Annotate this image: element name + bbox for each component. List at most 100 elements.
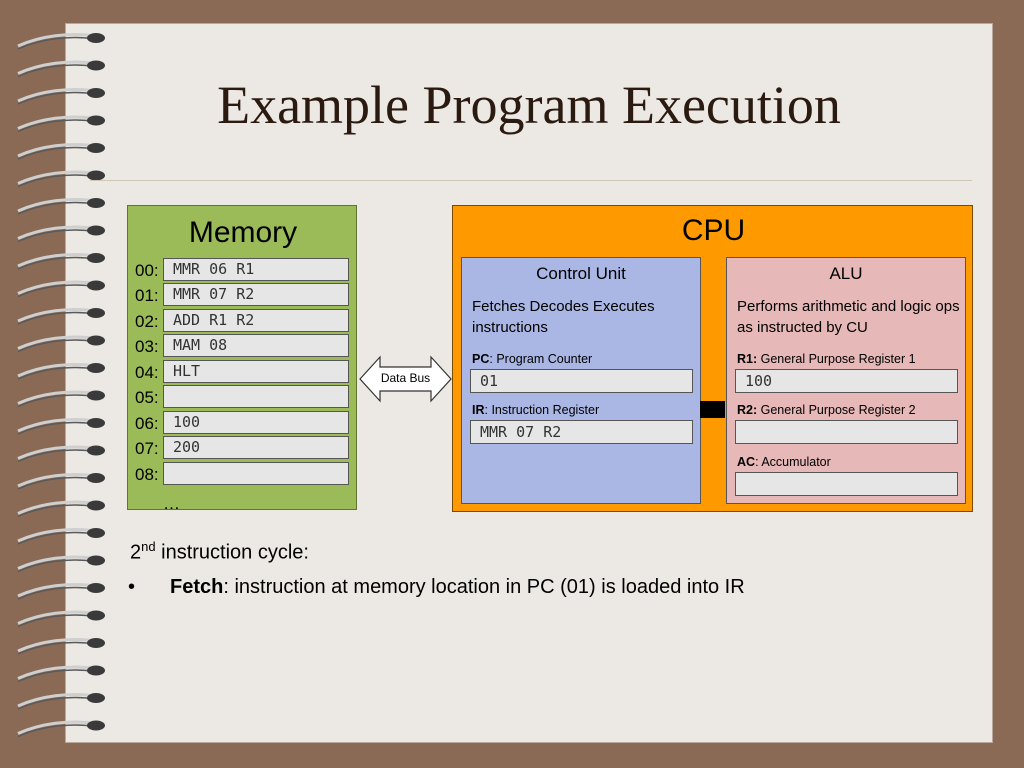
- fetch-description: : instruction at memory location in PC (…: [223, 576, 745, 598]
- memory-cell: HLT: [163, 360, 349, 383]
- control-unit-box: Control Unit Fetches Decodes Executes in…: [461, 257, 701, 504]
- cycle-text: instruction cycle:: [155, 541, 309, 564]
- binding-hole: [87, 60, 105, 71]
- binding-ring: [17, 225, 96, 240]
- bullet-text: Fetch: instruction at memory location in…: [170, 576, 745, 599]
- memory-cell: 100: [163, 411, 349, 434]
- binding-hole: [87, 280, 105, 291]
- binding-hole: [87, 720, 105, 731]
- binding-ring: [17, 197, 96, 213]
- binding-ring: [17, 252, 96, 268]
- cu-alu-connector: [700, 401, 725, 418]
- binding-hole: [87, 445, 105, 456]
- binding-hole: [87, 143, 105, 153]
- bullet-marker: •: [128, 576, 136, 598]
- memory-address: 04:: [135, 363, 159, 382]
- binding-hole: [87, 115, 105, 126]
- binding-hole: [87, 363, 105, 373]
- binding-ring: [17, 32, 96, 48]
- memory-cell: MAM 08: [163, 334, 349, 357]
- binding-ring: [17, 390, 96, 405]
- binding-ring-shadow: [17, 669, 96, 683]
- binding-ring: [17, 610, 96, 625]
- binding-ring-shadow: [17, 284, 96, 298]
- cpu-title: CPU: [681, 214, 746, 247]
- binding-ring-shadow: [17, 559, 96, 573]
- alu-title: ALU: [829, 264, 863, 283]
- cycle-caption: 2nd instruction cycle:: [130, 539, 309, 565]
- fetch-keyword: Fetch: [170, 576, 224, 598]
- binding-ring-shadow: [17, 641, 96, 655]
- memory-title: Memory: [188, 216, 298, 249]
- binding-hole: [87, 390, 105, 401]
- binding-hole: [87, 335, 105, 346]
- binding-ring: [17, 335, 96, 350]
- binding-ring-shadow: [17, 586, 96, 600]
- memory-address: 00:: [135, 261, 159, 280]
- binding-ring-shadow: [17, 311, 96, 325]
- binding-ring-shadow: [17, 696, 96, 710]
- alu-description: Performs arithmetic and logic ops as ins…: [737, 298, 960, 336]
- pc-register: 01: [470, 369, 693, 393]
- binding-ring: [17, 142, 96, 158]
- binding-ring: [17, 637, 96, 653]
- binding-ring: [17, 170, 96, 185]
- pc-abbr: PC: [472, 352, 490, 366]
- memory-address: 07:: [135, 439, 159, 458]
- cycle-ordinal: nd: [141, 539, 156, 554]
- spiral-binding: [17, 32, 105, 738]
- binding-ring-shadow: [17, 256, 96, 270]
- binding-ring-shadow: [17, 339, 96, 353]
- memory-cell: [163, 385, 349, 408]
- ir-name: : Instruction Register: [484, 403, 600, 417]
- ac-abbr: AC: [737, 455, 756, 469]
- binding-ring: [17, 307, 96, 323]
- memory-cell: 200: [163, 436, 349, 459]
- r1-label: R1: General Purpose Register 1: [737, 352, 916, 366]
- binding-ring: [17, 445, 96, 460]
- memory-cell: MMR 07 R2: [163, 283, 349, 306]
- binding-hole: [87, 33, 105, 43]
- binding-ring-shadow: [17, 146, 96, 160]
- binding-hole: [87, 610, 105, 621]
- binding-hole: [87, 253, 105, 263]
- binding-ring: [17, 115, 96, 130]
- r1-name: General Purpose Register 1: [757, 352, 916, 366]
- binding-hole: [87, 418, 105, 428]
- data-bus-arrow: [359, 355, 452, 403]
- binding-hole: [87, 693, 105, 703]
- binding-ring-shadow: [17, 614, 96, 628]
- r1-register: 100: [735, 369, 958, 393]
- binding-hole: [87, 170, 105, 181]
- binding-ring: [17, 720, 96, 735]
- r2-register: [735, 420, 958, 444]
- ac-label: AC: Accumulator: [737, 455, 831, 469]
- binding-ring: [17, 692, 96, 708]
- binding-ring-shadow: [17, 476, 96, 490]
- memory-cell: MMR 06 R1: [163, 258, 349, 281]
- r2-abbr: R2:: [737, 403, 758, 417]
- memory-address: 01:: [135, 286, 159, 305]
- binding-ring: [17, 362, 96, 378]
- binding-ring-shadow: [17, 394, 96, 408]
- binding-ring-shadow: [17, 174, 96, 188]
- memory-cell: [163, 462, 349, 485]
- binding-ring-shadow: [17, 36, 96, 50]
- memory-address: 05:: [135, 388, 159, 407]
- control-unit-description: Fetches Decodes Executes instructions: [472, 298, 655, 336]
- binding-ring: [17, 665, 96, 680]
- r2-label: R2: General Purpose Register 2: [737, 403, 916, 417]
- binding-ring: [17, 582, 96, 598]
- memory-ellipsis: …: [163, 494, 180, 513]
- data-bus-label: Data Bus: [380, 371, 431, 385]
- binding-hole: [87, 583, 105, 593]
- memory-address: 08:: [135, 465, 159, 484]
- binding-hole: [87, 308, 105, 318]
- binding-ring-shadow: [17, 201, 96, 215]
- r1-abbr: R1:: [737, 352, 758, 366]
- pc-label: PC: Program Counter: [472, 352, 592, 366]
- binding-hole: [87, 528, 105, 538]
- memory-cell: ADD R1 R2: [163, 309, 349, 332]
- ir-label: IR: Instruction Register: [472, 403, 599, 417]
- binding-hole: [87, 665, 105, 676]
